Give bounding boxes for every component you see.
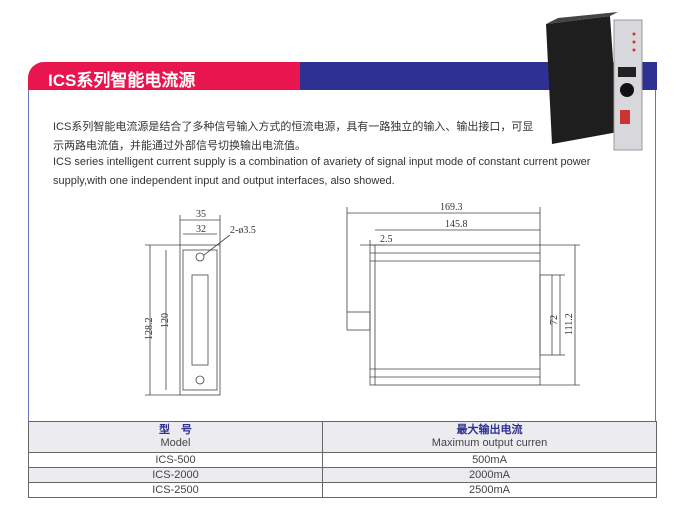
cell-model: ICS-2000 — [28, 467, 323, 483]
front-view-drawing: 35 32 2-ø3.5 128.2 120 — [144, 209, 256, 396]
cell-current: 2500mA — [322, 482, 657, 498]
side-view-drawing: 169.3 145.8 2.5 72 111.2 — [346, 202, 580, 386]
page-title: ICS系列智能电流源 — [48, 71, 196, 90]
cell-current: 500mA — [322, 452, 657, 468]
cell-model: ICS-2500 — [28, 482, 323, 498]
product-photo — [546, 12, 643, 151]
dim-length-body: 145.8 — [445, 219, 468, 230]
description-zh-2: 示两路电流值，并能通过外部信号切换输出电流值。 — [53, 140, 306, 152]
dim-width-outer: 35 — [196, 209, 206, 220]
description-en-1: ICS series intelligent current supply is… — [53, 156, 591, 168]
content-frame — [28, 90, 656, 421]
dim-height-outer: 128.2 — [144, 318, 155, 341]
dim-length-total: 169.3 — [440, 202, 463, 213]
dim-width-inner: 32 — [196, 224, 206, 235]
dim-holes: 2-ø3.5 — [230, 225, 256, 236]
dim-height-outer: 111.2 — [564, 313, 575, 335]
dim-offset: 2.5 — [380, 234, 393, 245]
dim-height-inner: 120 — [160, 313, 171, 328]
dim-height-inner: 72 — [549, 315, 560, 325]
cell-model: ICS-500 — [28, 452, 323, 468]
cell-current: 2000mA — [322, 467, 657, 483]
description-en-2: supply,with one independent input and ou… — [53, 175, 395, 187]
header-red-bar — [28, 62, 300, 90]
description-zh-1: ICS系列智能电流源是结合了多种信号输入方式的恒流电源，具有一路独立的输入、输出… — [53, 121, 534, 133]
